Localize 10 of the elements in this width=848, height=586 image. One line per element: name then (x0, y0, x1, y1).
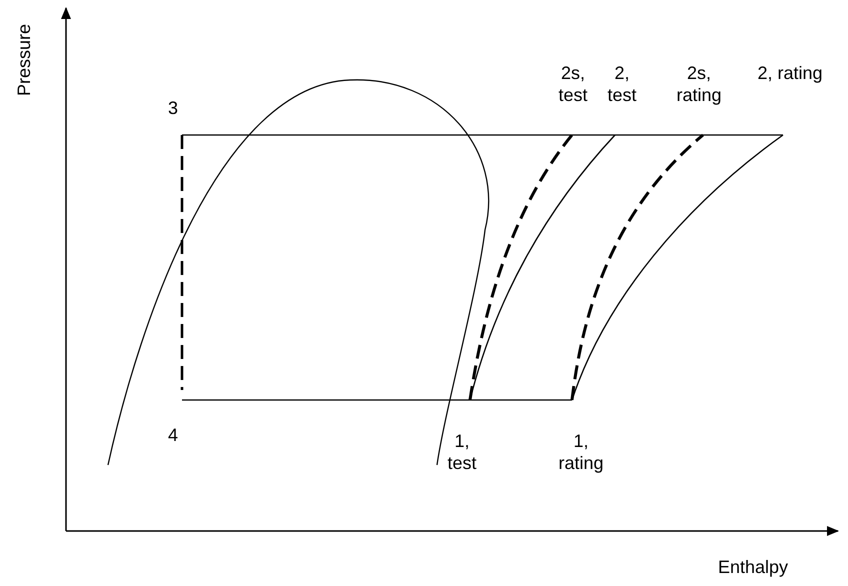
state-point-label: 2, rating (756, 62, 824, 84)
state-point-label: 2, test (606, 62, 638, 106)
state-point-label: 1, rating (557, 430, 605, 474)
state-point-label: 1, test (446, 430, 478, 474)
state-point-label: 2s, rating (675, 62, 723, 106)
state-point-label: 4 (166, 424, 179, 446)
state-point-label: 2s, test (557, 62, 588, 106)
state-point-label: 3 (166, 97, 179, 119)
axis-title: Pressure (13, 24, 36, 96)
axis-title: Enthalpy (718, 556, 788, 578)
